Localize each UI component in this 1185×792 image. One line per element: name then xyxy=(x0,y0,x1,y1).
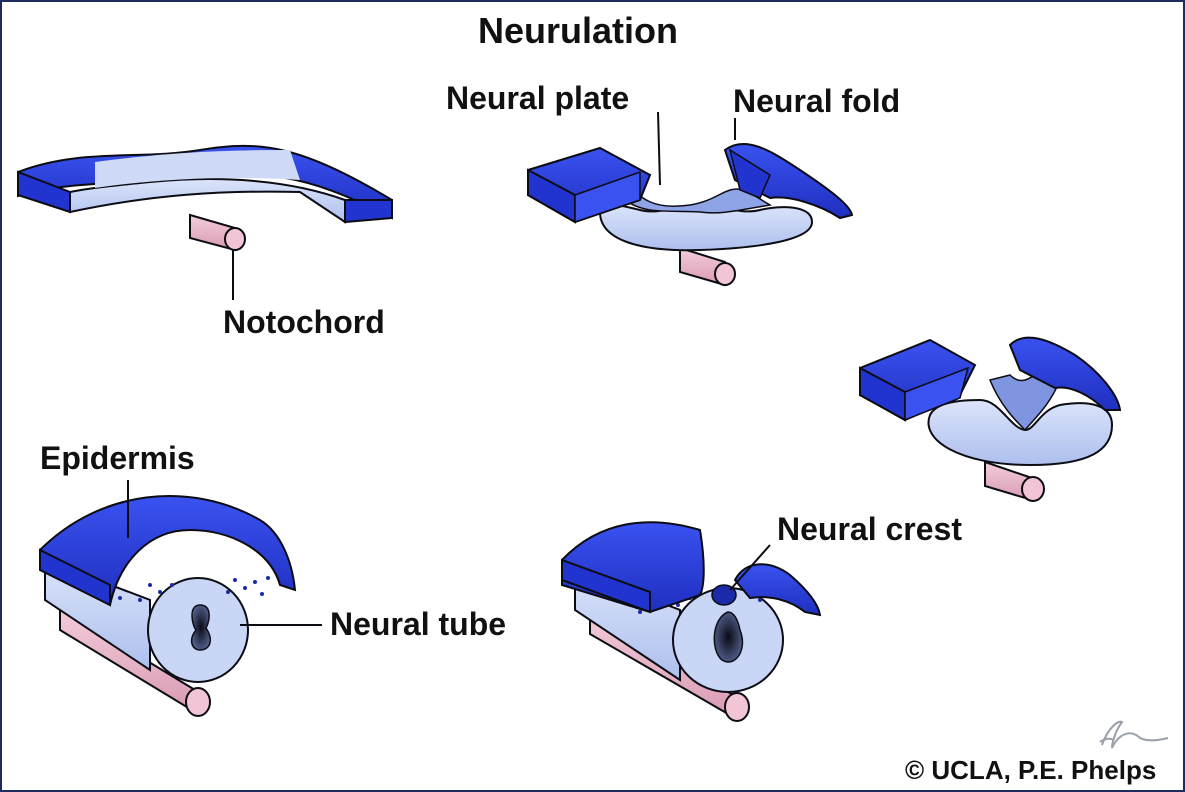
label-neural-tube: Neural tube xyxy=(330,606,507,642)
diagram-title: Neurulation xyxy=(478,10,679,51)
neural-plate-leader-line xyxy=(657,111,661,186)
neural-crest-leader-line xyxy=(729,544,771,591)
label-epidermis: Epidermis xyxy=(40,440,195,476)
stage-5-neural-crest xyxy=(561,521,822,722)
stage-1-neural-plate xyxy=(17,144,393,300)
stage-2-neural-folds xyxy=(527,111,854,287)
stage-4-neural-tube xyxy=(39,480,322,717)
notochord-rod-2 xyxy=(679,246,736,287)
label-notochord: Notochord xyxy=(223,304,385,340)
label-neural-plate: Neural plate xyxy=(446,80,630,116)
stage-3-neural-groove xyxy=(859,336,1122,502)
crest-dots-4 xyxy=(118,576,270,602)
artist-signature xyxy=(1099,720,1169,749)
label-neural-crest: Neural crest xyxy=(777,511,962,547)
notochord-rod-3 xyxy=(984,460,1045,502)
notochord-rod-1 xyxy=(189,213,246,252)
copyright-credit: © UCLA, P.E. Phelps xyxy=(905,755,1157,785)
label-neural-fold: Neural fold xyxy=(733,83,901,119)
